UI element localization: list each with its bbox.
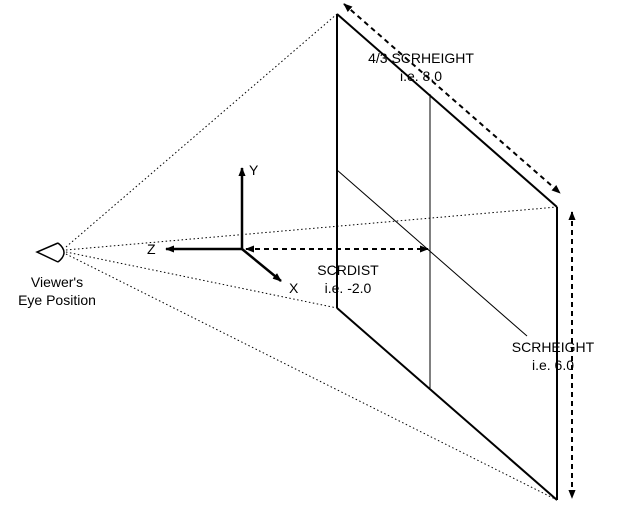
z-axis-label: Z: [147, 241, 156, 257]
eye-label-line1: Viewer's: [31, 274, 83, 290]
y-axis-label: Y: [249, 162, 259, 178]
width-dimension-arrow: [343, 3, 561, 194]
coordinate-axes: [165, 167, 282, 282]
height-label-line1: SCRHEIGHT: [512, 339, 595, 355]
width-label-line1: 4/3 SCRHEIGHT: [368, 50, 474, 66]
screen-bottom-edge: [336, 307, 558, 501]
sight-lines: [65, 13, 558, 501]
x-axis-label: X: [289, 280, 299, 296]
screen-top-edge: [336, 13, 558, 208]
height-label-line2: i.e. 6.0: [532, 357, 574, 373]
width-label-line2: i.e. 8.0: [400, 68, 442, 84]
x-axis: [241, 248, 282, 282]
distance-label-line2: i.e. -2.0: [325, 280, 372, 296]
sight-line-right-mid: [65, 206, 558, 251]
eye-icon: [35, 242, 65, 263]
dimension-arrows: [245, 3, 576, 499]
eye-label-line2: Eye Position: [18, 292, 96, 308]
screen-horizontal-centerline: [336, 169, 528, 337]
sight-line-far-bottom: [65, 253, 558, 501]
screen-plane: [336, 13, 558, 501]
distance-label-line1: SCRDIST: [317, 262, 379, 278]
sight-line-top: [65, 13, 338, 248]
